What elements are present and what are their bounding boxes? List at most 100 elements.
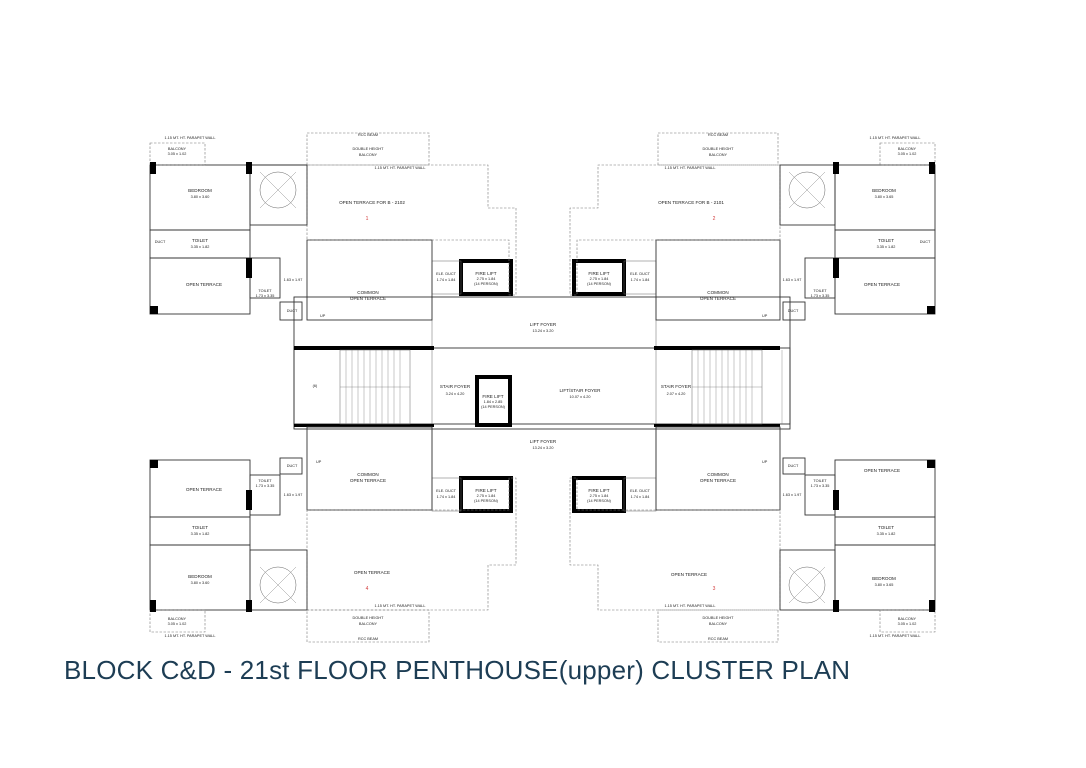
stair-foyer-left-dim: 3.24 x 4.20 [446,392,465,396]
duct-br: DUCT [788,464,799,468]
duct-tl-a: DUCT [155,240,166,244]
toilet-tr-label: TOILET [878,238,894,243]
fire-lift-br-label: FIRE LIFT [588,488,609,493]
double-height-tl-2: BALCONY [359,153,378,157]
duct-tr-b: DUCT [788,309,799,313]
fire-lift-tl-cap: (14 PERSON) [474,282,499,286]
common-bl-2: OPEN TERRACE [350,478,386,483]
open-terrace-bl-big: OPEN TERRACE [354,570,390,575]
rcc-beam-tr: RCC BEAM [708,133,728,137]
lift-stair-foyer-dim: 10.07 x 4.20 [570,395,591,399]
central-core: LIFT FOYER 13.24 x 3.20 LIFT/STAIR FOYER… [293,259,791,513]
fire-lift-tr-dim: 2.75 x 1.84 [590,277,609,281]
fire-lift-br-dim: 2.75 x 1.84 [590,494,609,498]
lift-foyer-top-label: LIFT FOYER [530,322,557,327]
lift-stair-foyer-label: LIFT/STAIR FOYER [559,388,601,393]
double-height-br-1: DOUBLE HEIGHT [702,616,734,620]
toilet-small-tl-label: TOILET [258,289,272,293]
double-height-tr-1: DOUBLE HEIGHT [702,147,734,151]
left-staircase [339,349,411,425]
stair-foyer-right-dim: 2.07 x 4.20 [667,392,686,396]
up-br: UP [762,460,768,464]
common-tr-1: COMMON [707,290,728,295]
common-tl-2: OPEN TERRACE [350,296,386,301]
fire-lift-br-cap: (14 PERSON) [587,499,612,503]
bedroom-tr-label: BEDROOM [872,188,896,193]
toilet-small-tr-dim: 1.73 x 3.35 [811,294,830,298]
balcony-bl-dim: 3.05 x 1.02 [168,622,187,626]
common-tr-2: OPEN TERRACE [700,296,736,301]
double-height-br-2: BALCONY [709,622,728,626]
duct-tl-b: DUCT [287,309,298,313]
bedroom-br-dim: 3.80 x 3.65 [875,583,894,587]
small-dim-bl: 1.63 x 1.97 [284,493,303,497]
fire-lift-center-cap: (14 PERSON) [481,405,506,409]
fire-lift-bl-cap: (14 PERSON) [474,499,499,503]
ele-duct-tl-label: ELE. DUCT [436,272,457,276]
parapet-br: 1.15 MT. HT. PARAPET WALL [665,604,716,608]
toilet-small-br-label: TOILET [813,479,827,483]
balcony-tr-label: BALCONY [898,147,917,151]
unit-number-3: 3 [713,586,716,592]
lift-foyer-top-dim: 13.24 x 3.20 [533,329,554,333]
duct-tr-a: DUCT [920,240,931,244]
unit-number-2: 2 [713,216,716,222]
toilet-br-dim: 3.35 x 1.82 [877,532,896,536]
open-terrace-b2101: OPEN TERRACE FOR B - 2101 [658,200,724,205]
unit-top-left: RCC BEAM DOUBLE HEIGHT BALCONY 1.15 MT. … [149,132,517,321]
page-title: BLOCK C&D - 21st FLOOR PENTHOUSE(upper) … [64,655,851,685]
open-terrace-b2102: OPEN TERRACE FOR B - 2102 [339,200,405,205]
common-bl-1: COMMON [357,472,378,477]
double-height-tr-2: BALCONY [709,153,728,157]
parapet-bl: 1.15 MT. HT. PARAPET WALL [375,604,426,608]
ele-duct-tl-dim: 1.74 x 1.84 [437,278,456,282]
fire-lift-bl-dim: 2.75 x 1.84 [477,494,496,498]
up-tr: UP [762,314,768,318]
toilet-small-tr-label: TOILET [813,289,827,293]
open-terrace-tr: OPEN TERRACE [864,282,900,287]
common-terraces: COMMON OPEN TERRACE COMMON OPEN TERRACE … [306,239,781,511]
toilet-small-bl-dim: 1.73 x 3.35 [256,484,275,488]
balcony-bl-label: BALCONY [168,617,187,621]
rcc-beam-bl: RCC BEAM [358,637,378,641]
double-height-tl-1: DOUBLE HEIGHT [352,147,384,151]
unit-number-4: 4 [366,586,369,592]
bedroom-tr-dim: 3.80 x 3.65 [875,195,894,199]
unit-top-right: RCC BEAM DOUBLE HEIGHT BALCONY 1.15 MT. … [569,132,936,321]
parapet-bl-b: 1.15 MT. HT. PARAPET WALL [165,634,216,638]
up-tl: UP [320,314,326,318]
toilet-tl-dim: 3.35 x 1.82 [191,245,210,249]
parapet-br-b: 1.15 MT. HT. PARAPET WALL [870,634,921,638]
fire-lift-tr-label: FIRE LIFT [588,271,609,276]
fire-lift-bl-label: FIRE LIFT [475,488,496,493]
toilet-br-label: TOILET [878,525,894,530]
fire-lift-tl-dim: 2.75 x 1.84 [477,277,496,281]
right-staircase [691,349,783,425]
common-tl-1: COMMON [357,290,378,295]
fire-lift-center-label: FIRE LIFT [482,394,503,399]
small-dim-tl: 1.63 x 1.97 [284,278,303,282]
bedroom-tl-dim: 3.80 x 3.60 [191,195,210,199]
rcc-beam-tl: RCC BEAM [358,133,378,137]
toilet-tr-dim: 3.35 x 1.82 [877,245,896,249]
small-dim-br: 1.63 x 1.97 [783,493,802,497]
balcony-tl-dim: 3.05 x 1.02 [168,152,187,156]
rcc-beam-br: RCC BEAM [708,637,728,641]
double-height-bl-1: DOUBLE HEIGHT [352,616,384,620]
small-dim-tr: 1.63 x 1.97 [783,278,802,282]
open-terrace-bl: OPEN TERRACE [186,487,222,492]
ele-duct-tr-dim: 1.74 x 1.84 [631,278,650,282]
toilet-bl-label: TOILET [192,525,208,530]
unit-bottom-right: DOUBLE HEIGHT BALCONY RCC BEAM 1.15 MT. … [569,457,936,643]
ele-duct-tr-label: ELE. DUCT [630,272,651,276]
toilet-small-tl-dim: 1.73 x 3.35 [256,294,275,298]
parapet-tr-b: 1.15 MT. HT. PARAPET WALL [870,136,921,140]
bedroom-tl-label: BEDROOM [188,188,212,193]
unit-bottom-left: DOUBLE HEIGHT BALCONY RCC BEAM 1.15 MT. … [149,457,517,643]
open-terrace-tl: OPEN TERRACE [186,282,222,287]
duct-bl: DUCT [287,464,298,468]
unit-number-1: 1 [366,216,369,222]
toilet-small-bl-label: TOILET [258,479,272,483]
fire-lift-center-dim: 1.84 x 2.85 [484,400,503,404]
